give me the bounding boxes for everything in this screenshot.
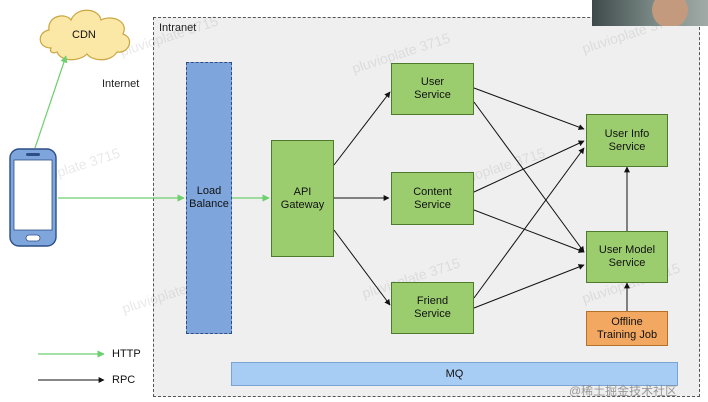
http-arrow-phone-cdn [34, 55, 68, 149]
rpc-arrow-content-usermodel [473, 209, 585, 253]
cdn-label: CDN [72, 29, 96, 41]
rpc-arrow-user-userinfo [473, 87, 585, 130]
legend-rpc-label: RPC [112, 374, 136, 386]
offline-training-job-label: Offline Training Job [596, 315, 658, 341]
offline-training-job-node: Offline Training Job [586, 311, 668, 346]
content-service-node: Content Service [391, 172, 474, 225]
friend-service-label: Friend Service [414, 295, 451, 320]
rpc-arrow-friend-userinfo [473, 147, 585, 299]
phone-home-button [25, 234, 41, 242]
phone-screen [13, 159, 53, 231]
user-info-service-node: User Info Service [586, 114, 668, 167]
intranet-label: Intranet [159, 22, 197, 34]
webcam-face [652, 0, 688, 26]
rpc-arrow-gateway-friend [333, 229, 391, 306]
api-gateway-node: API Gateway [271, 140, 334, 257]
mq-bar: MQ [231, 362, 678, 386]
load-balance-label: Load Balance [189, 185, 229, 210]
legend-http-label: HTTP [112, 348, 141, 360]
user-info-service-label: User Info Service [604, 127, 650, 153]
user-model-service-node: User Model Service [586, 231, 668, 283]
user-model-service-label: User Model Service [598, 244, 656, 269]
footer-watermark: @稀土掘金技术社区 [569, 384, 678, 398]
webcam-overlay [592, 0, 708, 26]
rpc-arrow-friend-usermodel [473, 264, 585, 309]
rpc-arrow-gateway-user [333, 91, 391, 166]
user-service-node: User Service [391, 63, 474, 115]
internet-label: Internet [102, 78, 140, 90]
api-gateway-label: API Gateway [280, 185, 325, 211]
rpc-arrow-content-userinfo [473, 140, 585, 193]
friend-service-node: Friend Service [391, 282, 474, 334]
content-service-label: Content Service [413, 185, 452, 211]
webcam-background [592, 0, 708, 26]
mq-label: MQ [445, 367, 464, 380]
phone-speaker [26, 153, 40, 156]
rpc-arrow-user-usermodel [473, 101, 585, 253]
user-service-label: User Service [414, 76, 451, 101]
load-balance-node: Load Balance [186, 62, 232, 334]
mobile-phone-icon [9, 148, 57, 247]
